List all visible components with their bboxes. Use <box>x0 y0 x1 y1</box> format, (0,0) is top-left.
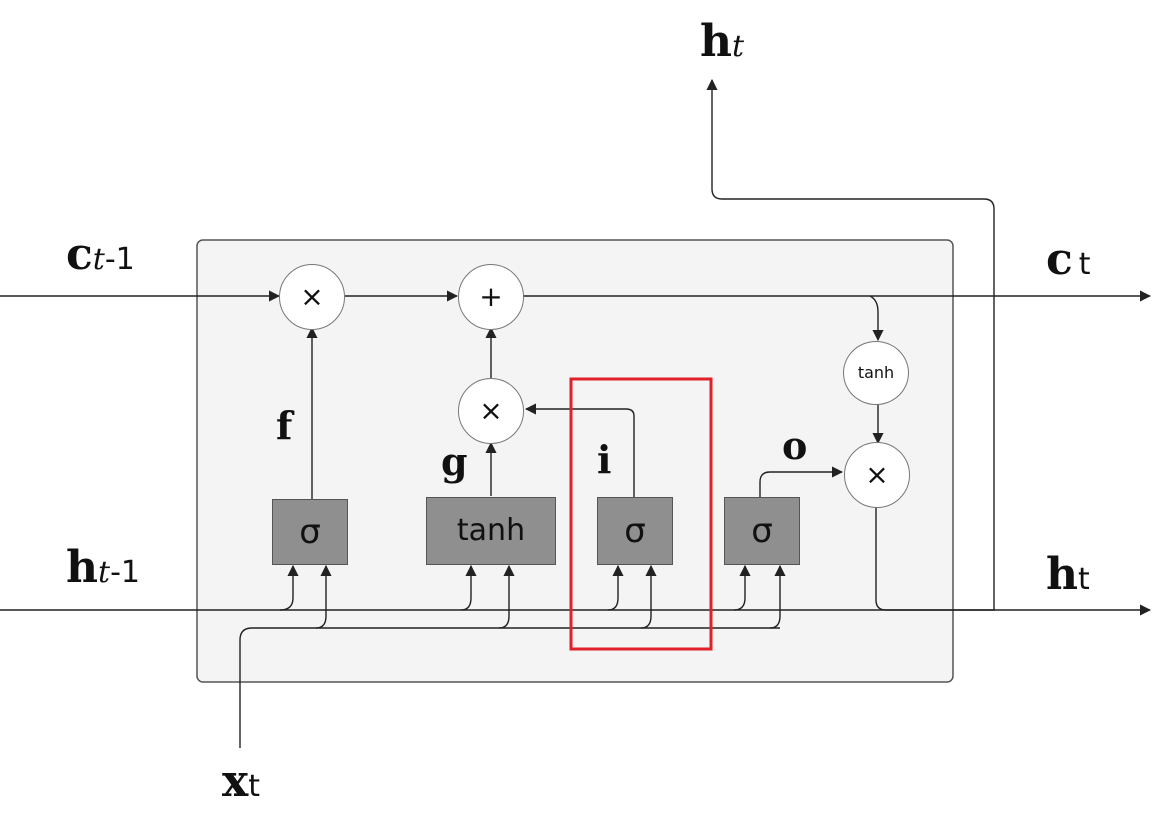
h-top-line <box>706 78 995 610</box>
forget-gate-sigma: σ <box>272 499 348 565</box>
i-line <box>524 403 635 497</box>
o-line <box>759 466 844 497</box>
input-gate-sigma: σ <box>597 497 673 565</box>
cell-frame <box>196 239 954 683</box>
output-multiply-node: × <box>844 442 910 508</box>
output-gate-sigma: σ <box>724 497 800 565</box>
label-c-prev: ct-1 <box>66 229 135 280</box>
input-multiply-node: × <box>458 378 524 444</box>
sigma-symbol: σ <box>624 511 646 551</box>
label-h-top: ht <box>700 16 745 67</box>
gate-letter-i: i <box>597 437 612 482</box>
sigma-symbol: σ <box>751 511 773 551</box>
tanh-label: tanh <box>857 363 895 382</box>
output-tanh-node: tanh <box>843 341 909 405</box>
label-h-next: ht <box>1046 549 1090 600</box>
highlight-box <box>569 377 713 651</box>
c-to-tanh-line <box>869 295 884 342</box>
gate-letter-g: g <box>441 439 468 484</box>
sigma-symbol: σ <box>299 512 321 552</box>
gate-letter-f: f <box>276 403 293 448</box>
candidate-tanh-box: tanh <box>426 497 556 565</box>
label-x-input: xt <box>222 756 260 807</box>
add-node: + <box>458 264 524 330</box>
add-symbol: + <box>479 280 503 313</box>
multiply-symbol: × <box>300 280 324 313</box>
tanh-label: tanh <box>456 513 526 548</box>
label-h-prev: ht-1 <box>66 542 140 593</box>
multiply-symbol: × <box>865 458 889 491</box>
multiply-symbol: × <box>479 394 503 427</box>
x-bus-line <box>239 627 780 748</box>
gate-letter-o: o <box>782 423 808 468</box>
forget-multiply-node: × <box>279 264 345 330</box>
